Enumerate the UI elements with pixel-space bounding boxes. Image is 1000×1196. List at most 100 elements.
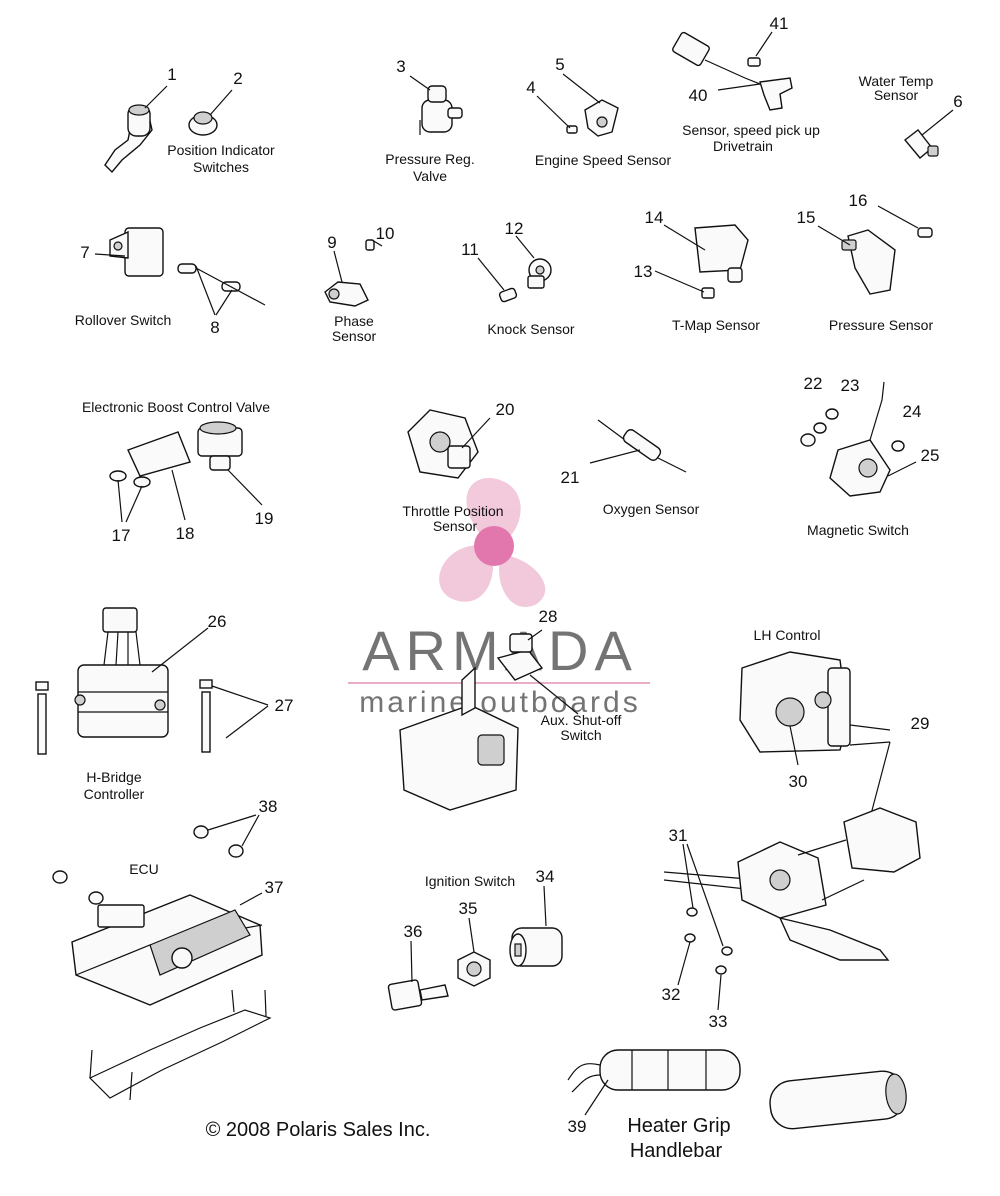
callout-5: 5 xyxy=(555,55,564,74)
callout-29: 29 xyxy=(911,714,930,733)
callout-25: 25 xyxy=(921,446,940,465)
callout-6: 6 xyxy=(953,92,962,111)
part-throttle-position-sensor xyxy=(407,409,491,479)
label-tmap: T-Map Sensor xyxy=(672,317,760,333)
part-ecu-bracket xyxy=(88,989,272,1101)
part-lh-control-housing xyxy=(739,651,891,766)
part-ignition-switch-body xyxy=(509,885,563,967)
callout-27: 27 xyxy=(275,696,294,715)
label-heater-grip-line1: Heater Grip xyxy=(627,1115,730,1137)
label-throttle-line2: Sensor xyxy=(433,518,478,534)
label-water-temp-line2: Sensor xyxy=(874,87,919,103)
label-aux-shutoff-line1: Aux. Shut-off xyxy=(541,712,622,728)
callout-9: 9 xyxy=(327,233,336,252)
callout-38: 38 xyxy=(259,797,278,816)
part-engine-speed-sensor xyxy=(536,73,619,137)
part-oxygen-sensor xyxy=(589,419,687,473)
callout-39: 39 xyxy=(568,1117,587,1136)
part-tmap-sensor xyxy=(654,224,749,299)
callout-40: 40 xyxy=(689,86,708,105)
callout-2: 2 xyxy=(233,69,242,88)
part-position-indicator-switch-1 xyxy=(104,85,168,174)
callout-36: 36 xyxy=(404,922,423,941)
callout-1: 1 xyxy=(167,65,176,84)
label-ecu: ECU xyxy=(129,861,159,877)
callout-12: 12 xyxy=(505,219,524,238)
watermark-tagline: marine outboards xyxy=(359,686,640,719)
part-ignition-key xyxy=(387,940,449,1011)
part-h-bridge-bolts xyxy=(35,679,269,755)
part-boost-valve-bracket xyxy=(109,431,191,523)
watermark-logo: ARMADA marine outboards xyxy=(348,478,650,719)
callout-33: 33 xyxy=(709,1012,728,1031)
callout-16: 16 xyxy=(849,191,868,210)
part-position-indicator-switch-2 xyxy=(188,89,233,136)
part-pressure-sensor xyxy=(817,205,933,295)
part-lh-control-assembly xyxy=(663,807,921,1011)
label-pressure-reg-line2: Valve xyxy=(413,168,447,184)
label-water-temp-line1: Water Temp xyxy=(859,73,934,89)
label-rollover: Rollover Switch xyxy=(75,312,171,328)
label-oxygen: Oxygen Sensor xyxy=(603,501,700,517)
callout-35: 35 xyxy=(459,899,478,918)
label-hbridge-line2: Controller xyxy=(84,786,145,802)
callout-19: 19 xyxy=(255,509,274,528)
label-position-indicator-line1: Position Indicator xyxy=(167,142,275,158)
part-phase-sensor xyxy=(324,239,383,307)
label-boost-valve: Electronic Boost Control Valve xyxy=(82,399,270,415)
part-h-bridge-controller xyxy=(74,607,209,738)
callout-3: 3 xyxy=(396,57,405,76)
callout-15: 15 xyxy=(797,208,816,227)
label-pressure-reg-line1: Pressure Reg. xyxy=(385,151,474,167)
callout-31: 31 xyxy=(669,826,688,845)
label-aux-shutoff-line2: Switch xyxy=(560,727,601,743)
label-speed-pickup-line1: Sensor, speed pick up xyxy=(682,122,820,138)
callout-37: 37 xyxy=(265,878,284,897)
callout-21: 21 xyxy=(561,468,580,487)
callout-14: 14 xyxy=(645,208,664,227)
label-hbridge-line1: H-Bridge xyxy=(86,769,141,785)
label-heater-grip-line2: Handlebar xyxy=(630,1140,723,1162)
watermark-brand: ARMADA xyxy=(362,619,638,682)
label-pressure-sensor: Pressure Sensor xyxy=(829,317,934,333)
part-water-temp-sensor xyxy=(903,109,954,159)
part-rollover-pins xyxy=(177,263,266,316)
part-knock-sensor xyxy=(477,235,552,303)
part-rollover-switch xyxy=(94,227,164,277)
part-ecu xyxy=(71,892,263,1006)
callout-13: 13 xyxy=(634,262,653,281)
part-pressure-reg-valve xyxy=(409,75,463,135)
callout-24: 24 xyxy=(903,402,922,421)
copyright-notice: © 2008 Polaris Sales Inc. xyxy=(206,1119,431,1141)
callout-41: 41 xyxy=(770,14,789,33)
callout-17: 17 xyxy=(112,526,131,545)
callout-32: 32 xyxy=(662,985,681,1004)
label-magnetic: Magnetic Switch xyxy=(807,522,909,538)
callout-10: 10 xyxy=(376,224,395,243)
callout-8: 8 xyxy=(210,318,219,337)
callout-7: 7 xyxy=(80,243,89,262)
part-boost-valve xyxy=(197,421,263,506)
callout-34: 34 xyxy=(536,867,555,886)
label-ignition: Ignition Switch xyxy=(425,873,515,889)
callout-4: 4 xyxy=(526,78,535,97)
label-engine-speed: Engine Speed Sensor xyxy=(535,152,672,168)
part-heater-grip-element xyxy=(567,1049,741,1116)
label-phase-line1: Phase xyxy=(334,313,374,329)
callout-28: 28 xyxy=(539,607,558,626)
part-ignition-nut xyxy=(457,917,491,987)
callout-11: 11 xyxy=(461,240,479,259)
label-lh-control: LH Control xyxy=(754,627,821,643)
label-phase-line2: Sensor xyxy=(332,328,377,344)
label-knock: Knock Sensor xyxy=(487,321,574,337)
part-heater-grip-sleeve xyxy=(769,1070,907,1130)
callout-20: 20 xyxy=(496,400,515,419)
part-aux-shutoff-switch xyxy=(399,629,579,811)
part-speed-pickup-sensor xyxy=(672,31,793,111)
label-position-indicator-line2: Switches xyxy=(193,159,249,175)
part-ecu-nuts xyxy=(52,814,260,905)
callout-26: 26 xyxy=(208,612,227,631)
callout-23: 23 xyxy=(841,376,860,395)
